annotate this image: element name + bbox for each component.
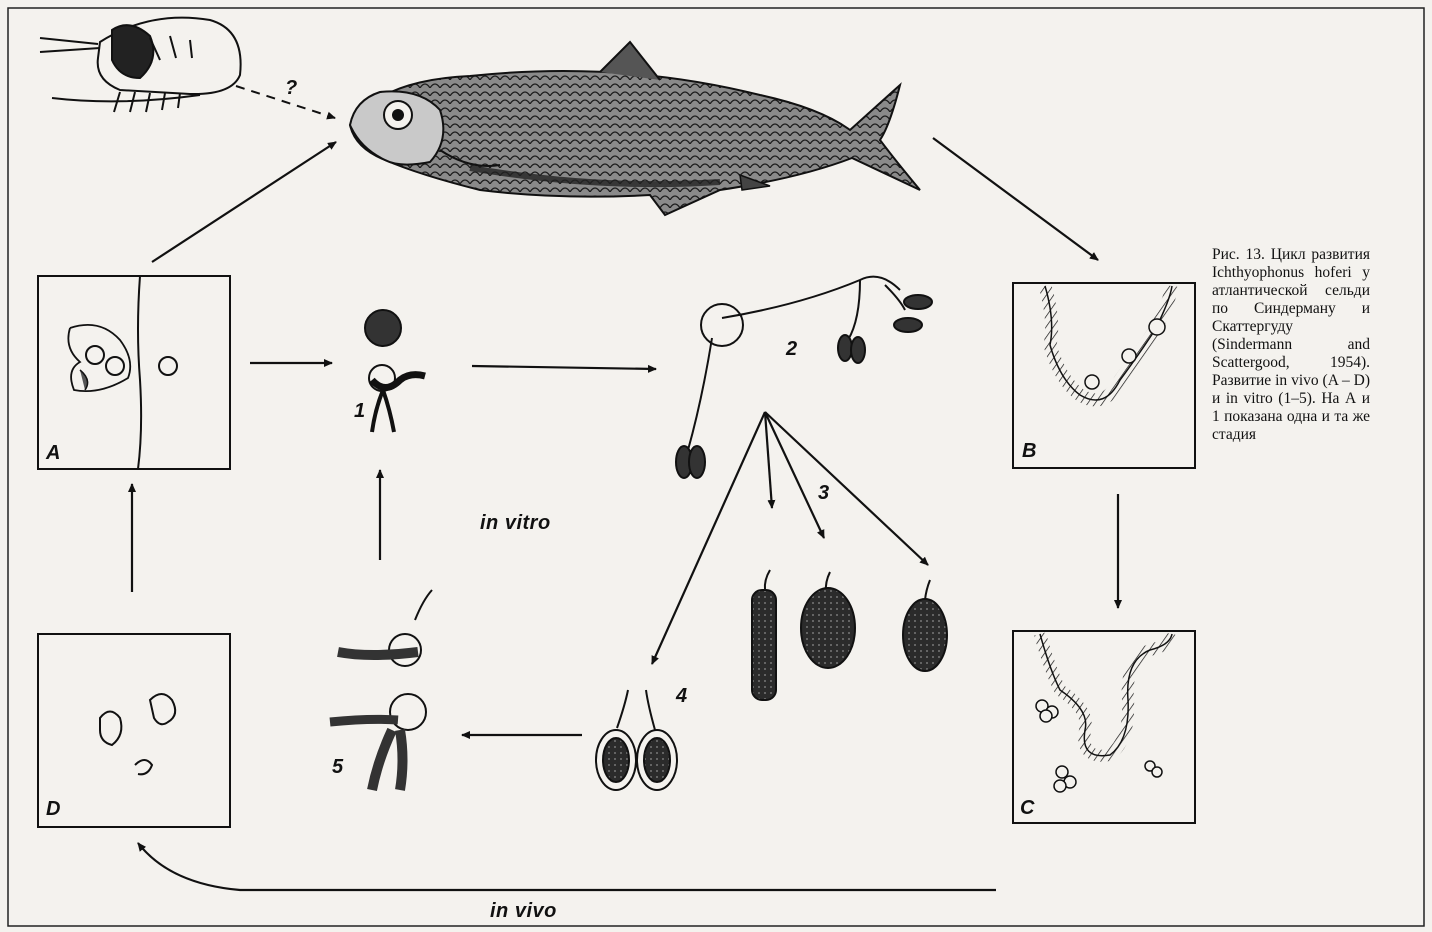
panel-a-label: A — [46, 442, 60, 465]
in-vitro-label: in vitro — [480, 512, 551, 535]
stage-5-label: 5 — [332, 756, 343, 779]
panel-a — [38, 276, 230, 469]
stage-1 — [365, 310, 425, 432]
question-mark: ? — [285, 77, 297, 99]
panel-b-label: B — [1022, 440, 1036, 463]
crustacean-illustration — [40, 18, 241, 112]
panel-d — [38, 634, 230, 827]
panel-c-label: C — [1020, 797, 1034, 820]
figure-caption: Рис. 13. Цикл развития Ichthyophonus hof… — [1212, 246, 1370, 444]
arrow-2-to-3c — [765, 412, 928, 565]
panel-b — [1013, 283, 1195, 468]
panel-c — [1013, 631, 1195, 823]
in-vivo-label: in vivo — [490, 900, 557, 923]
stage-5 — [330, 590, 432, 790]
panel-d-label: D — [46, 798, 60, 821]
arrow-2-to-4 — [652, 412, 765, 664]
herring-illustration — [350, 42, 920, 215]
stage-4-label: 4 — [676, 685, 687, 708]
stage-1-label: 1 — [354, 400, 365, 423]
stage-2-label: 2 — [786, 338, 797, 361]
arrow-c-to-d — [138, 843, 996, 890]
stage-3-label: 3 — [818, 482, 829, 505]
arrow-2-to-3b — [765, 412, 824, 538]
arrow-fish-to-b — [933, 138, 1098, 260]
stage-4 — [596, 690, 677, 790]
arrow-a-to-fish — [152, 142, 336, 262]
arrow-1-to-2 — [472, 366, 656, 369]
stage-3 — [752, 570, 947, 700]
